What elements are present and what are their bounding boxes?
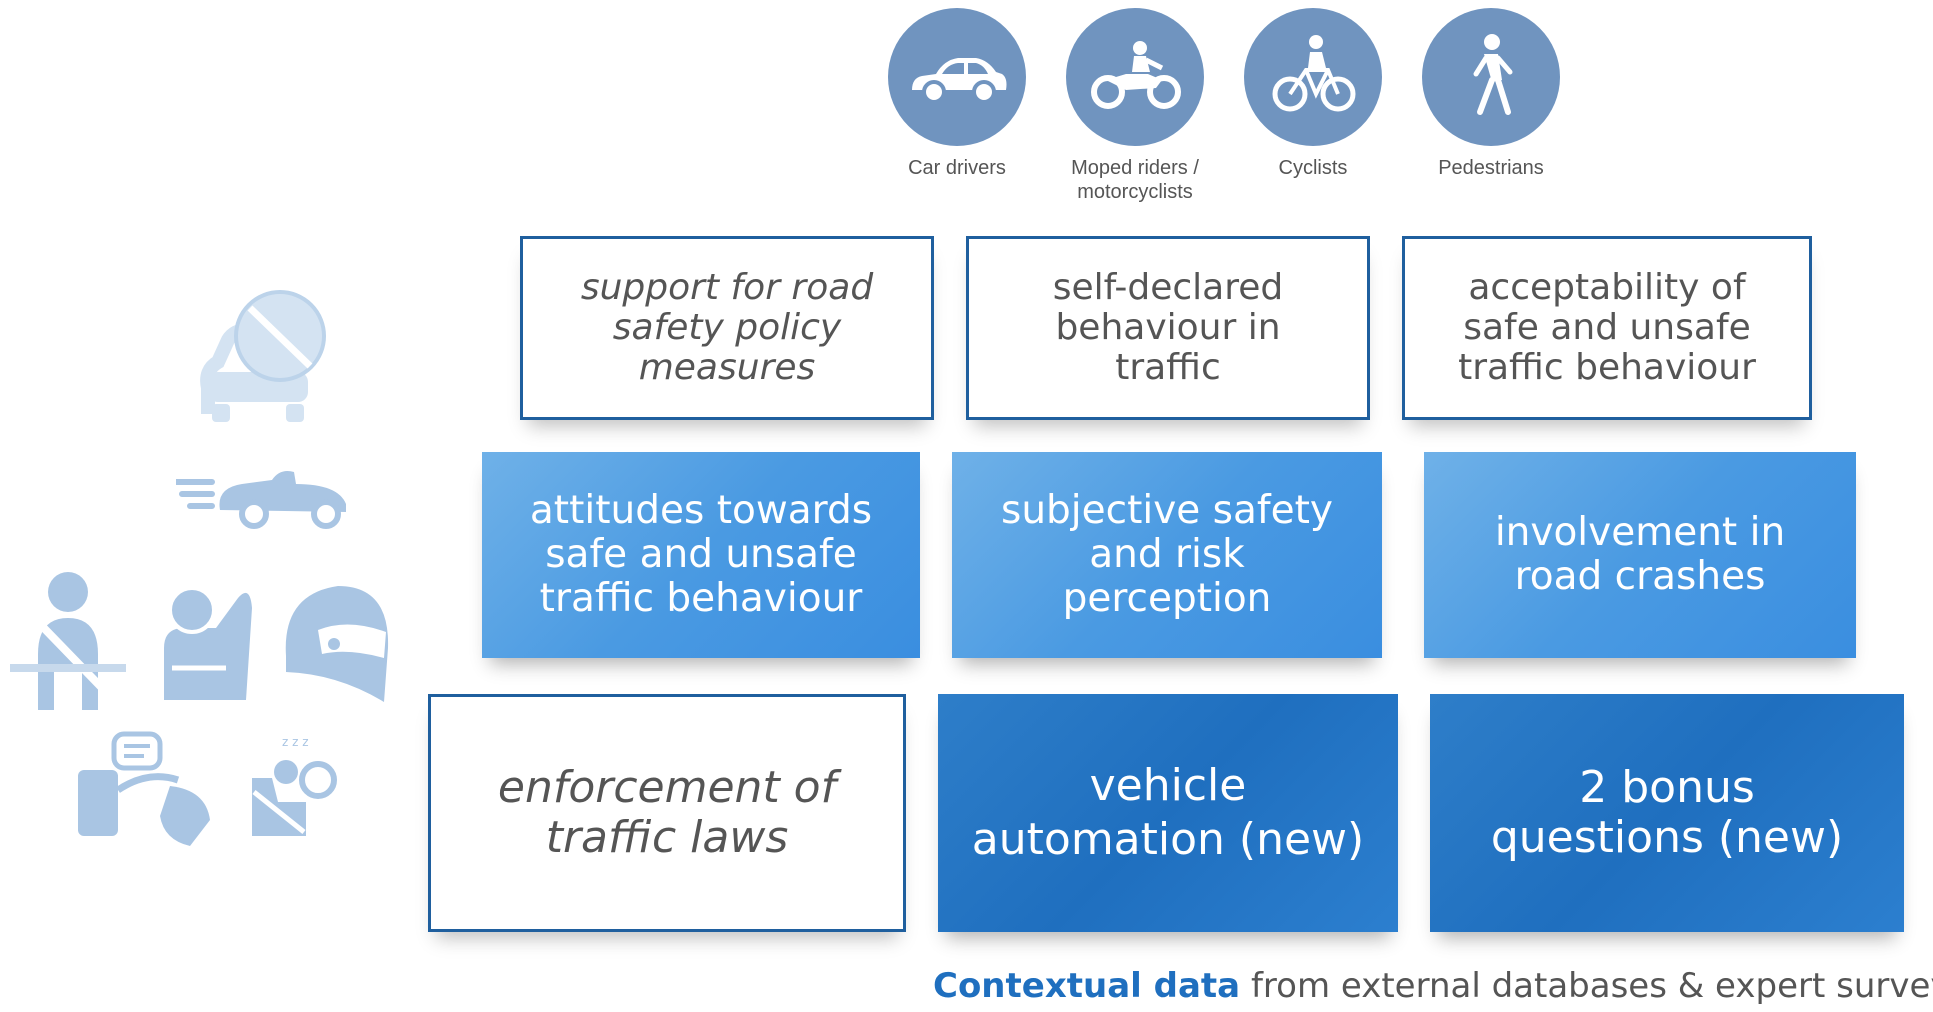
tile-attitudes-text: attitudes towards safe and unsafe traffi… [529,488,873,621]
tile-acceptability: acceptability of safe and unsafe traffic… [1402,236,1812,420]
car-drivers-label: Car drivers [908,157,1006,179]
child-seat-icon [146,578,254,700]
moped-riders-label: Moped riders / motorcyclists [1071,157,1199,203]
tile-enforcement-text: enforcement of traffic laws [497,762,837,863]
tile-attitudes: attitudes towards safe and unsafe traffi… [482,452,920,658]
tile-subjective-safety-text: subjective safety and risk perception [1001,488,1333,621]
tile-vehicle-automation: vehicle automation (new) [938,694,1398,932]
tile-crash-involvement: involvement in road crashes [1424,452,1856,658]
car-drivers-circle [888,8,1026,146]
pedestrian-icon [1473,34,1513,115]
helmet-icon [278,578,390,702]
tile-policy-support-text: support for road safety policy measures [580,267,874,388]
tile-crash-involvement-text: involvement in road crashes [1494,510,1786,599]
tile-subjective-safety: subjective safety and risk perception [952,452,1382,658]
phone-distraction-icon [74,730,214,846]
tile-policy-support: support for road safety policy measures [520,236,934,420]
tile-self-declared-behaviour: self-declared behaviour in traffic [966,236,1370,420]
cyclists-label: Cyclists [1278,157,1348,179]
bicycle-icon [1272,35,1356,112]
tile-self-declared-behaviour-text: self-declared behaviour in traffic [1052,267,1284,388]
tile-vehicle-automation-text: vehicle automation (new) [971,760,1365,865]
tile-acceptability-text: acceptability of safe and unsafe traffic… [1458,267,1756,388]
fatigue-icon: z z z [246,732,338,838]
moped-riders-circle [1066,8,1204,146]
svg-text:z z z: z z z [282,735,309,749]
cyclists-circle [1244,8,1382,146]
footer-rest: from external databases & expert survey [1240,966,1933,1006]
speeding-car-icon [176,454,352,530]
pedestrians-label: Pedestrians [1438,157,1544,179]
seatbelt-icon [10,570,126,710]
footer-caption: Contextual data from external databases … [933,966,1933,1006]
car-icon [912,58,1007,104]
motorcycle-icon [1091,41,1181,109]
tile-enforcement: enforcement of traffic laws [428,694,906,932]
tile-bonus-questions: 2 bonus questions (new) [1430,694,1904,932]
footer-emphasis: Contextual data [933,966,1241,1006]
no-alcohol-car-icon [168,288,350,424]
pedestrians-circle [1422,8,1560,146]
tile-bonus-questions-text: 2 bonus questions (new) [1490,762,1844,863]
